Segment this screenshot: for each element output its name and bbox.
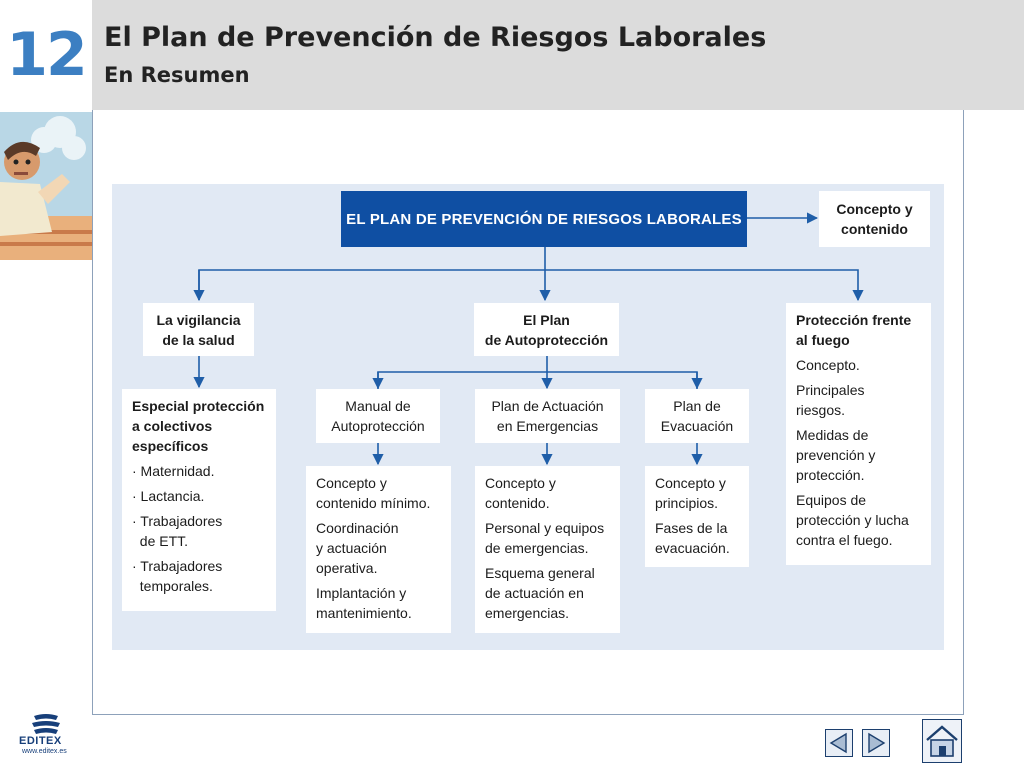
node-proteccion-fuego: Protección frente al fuego Concepto. Pri… xyxy=(786,303,931,565)
list-item: Medidas de prevención y protección. xyxy=(796,427,876,483)
home-icon xyxy=(926,725,958,757)
node-line: La vigilancia xyxy=(156,311,241,328)
list-item: Coordinación y actuación operativa. xyxy=(316,520,399,576)
node-line: Evacuación xyxy=(660,418,734,434)
list-item: Personal y equipos de emergencias. xyxy=(485,520,605,556)
node-line: al fuego xyxy=(796,332,850,348)
list-item: · Trabajadores temporales. xyxy=(132,558,223,594)
content-frame xyxy=(92,110,964,715)
node-manual-autoproteccion: Manual de Autoprotección xyxy=(316,389,440,443)
list-item: Concepto y principios. xyxy=(655,475,726,511)
list-item: Concepto y contenido. xyxy=(485,475,556,511)
next-button[interactable] xyxy=(862,729,890,757)
list-item: Esquema general de actuación en emergenc… xyxy=(485,565,595,621)
list-item: Equipos de protección y lucha contra el … xyxy=(796,492,909,548)
node-line: Protección frente xyxy=(796,312,912,328)
node-line: Plan de xyxy=(673,398,721,414)
node-plan-evacuacion: Plan de Evacuación xyxy=(645,389,749,443)
node-line: contenido xyxy=(841,221,908,237)
list-item: Concepto y contenido mínimo. xyxy=(316,475,431,511)
node-line: Manual de xyxy=(345,398,411,414)
node-manual-detail: Concepto y contenido mínimo. Coordinació… xyxy=(306,466,451,633)
list-item: Implantación y mantenimiento. xyxy=(316,585,412,621)
node-line: de Autoprotección xyxy=(484,331,609,348)
decorative-illustration xyxy=(0,112,92,260)
node-actuacion-detail: Concepto y contenido. Personal y equipos… xyxy=(475,466,620,633)
page-subtitle: En Resumen xyxy=(104,63,250,87)
chapter-number: 12 xyxy=(6,20,88,90)
header-bar xyxy=(92,0,1024,110)
triangle-left-icon xyxy=(829,732,847,754)
list-item: Principales riesgos. xyxy=(796,382,865,418)
node-plan-autoproteccion: El Plan de Autoprotección xyxy=(474,303,619,356)
node-line: Plan de Actuación xyxy=(491,398,604,414)
node-concepto-contenido: Concepto y contenido xyxy=(819,191,930,247)
node-especial-proteccion: Especial protección a colectivos específ… xyxy=(122,389,276,611)
triangle-right-icon xyxy=(868,732,886,754)
node-plan-actuacion: Plan de Actuación en Emergencias xyxy=(475,389,620,443)
list-item: Fases de la evacuación. xyxy=(655,520,730,556)
node-line: Especial protección xyxy=(132,398,265,414)
prev-button[interactable] xyxy=(825,729,853,757)
node-line: específicos xyxy=(132,438,209,454)
list-item: · Maternidad. xyxy=(132,463,215,479)
node-line: Autoprotección xyxy=(331,418,425,434)
brand-url: www.editex.es xyxy=(22,748,67,755)
list-item: · Lactancia. xyxy=(132,488,205,504)
node-plan-prevencion: EL PLAN DE PREVENCIÓN DE RIESGOS LABORAL… xyxy=(341,191,747,247)
node-evacuacion-detail: Concepto y principios. Fases de la evacu… xyxy=(645,466,749,567)
page-title: El Plan de Prevención de Riesgos Laboral… xyxy=(104,22,767,53)
node-line: Concepto y xyxy=(836,201,913,217)
list-item: · Trabajadores de ETT. xyxy=(132,513,223,549)
editex-logo xyxy=(16,712,76,762)
list-item: Concepto. xyxy=(796,357,860,373)
node-line: de la salud xyxy=(162,331,235,348)
home-button[interactable] xyxy=(922,719,962,763)
node-vigilancia-salud: La vigilancia de la salud xyxy=(143,303,254,356)
node-line: El Plan xyxy=(523,311,570,328)
brand-name: EDITEX xyxy=(19,735,62,747)
node-line: a colectivos xyxy=(132,418,213,434)
node-line: en Emergencias xyxy=(496,418,599,434)
